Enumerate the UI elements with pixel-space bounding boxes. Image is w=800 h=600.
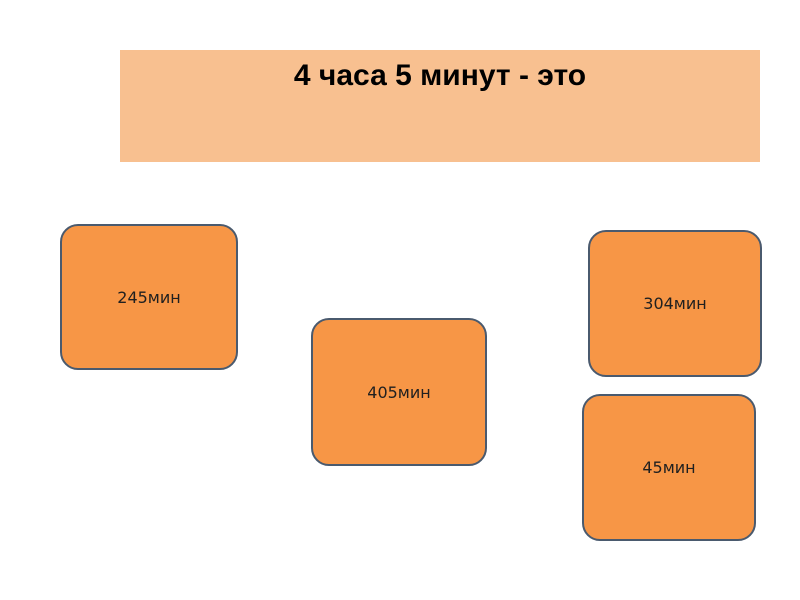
answer-label: 405мин xyxy=(367,382,431,402)
answer-label: 304мин xyxy=(643,294,707,313)
question-banner: 4 часа 5 минут - это xyxy=(120,50,760,162)
question-title: 4 часа 5 минут - это xyxy=(293,59,587,92)
answer-label: 245мин xyxy=(117,287,181,307)
answer-label: 45мин xyxy=(642,458,696,477)
answer-option-304[interactable]: 304мин xyxy=(588,230,762,377)
answer-option-405[interactable]: 405мин xyxy=(311,318,487,466)
answer-option-45[interactable]: 45мин xyxy=(582,394,756,541)
answer-option-245[interactable]: 245мин xyxy=(60,224,238,370)
